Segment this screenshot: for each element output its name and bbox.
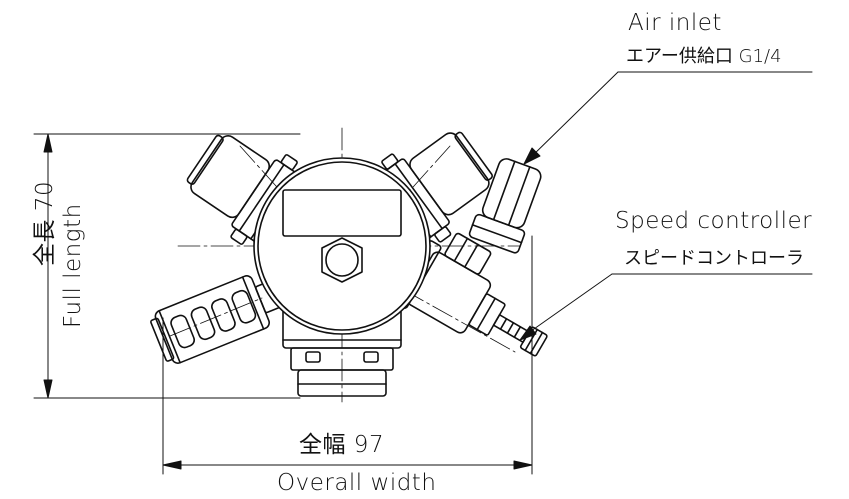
leader-air-inlet bbox=[523, 71, 813, 165]
leader-speed-controller bbox=[519, 273, 813, 341]
dimension-full-length bbox=[33, 133, 301, 399]
full-length-japanese-label: 全長 70 bbox=[32, 180, 58, 266]
speed-controller-japanese-label: スピードコントローラ bbox=[624, 248, 804, 269]
air-inlet-label: Air inlet bbox=[628, 10, 722, 36]
full-length-label: Full length bbox=[60, 203, 86, 328]
air-inlet-japanese-label: エアー供給口 G1/4 bbox=[626, 46, 782, 67]
silencer-left bbox=[150, 275, 287, 364]
air-inlet-fitting bbox=[468, 158, 542, 254]
dimension-overall-width bbox=[162, 235, 533, 475]
central-body bbox=[253, 157, 431, 335]
speed-controller-label: Speed controller bbox=[615, 208, 813, 234]
overall-width-japanese-label: 全幅 97 bbox=[299, 432, 385, 458]
overall-width-label: Overall width bbox=[277, 470, 437, 496]
